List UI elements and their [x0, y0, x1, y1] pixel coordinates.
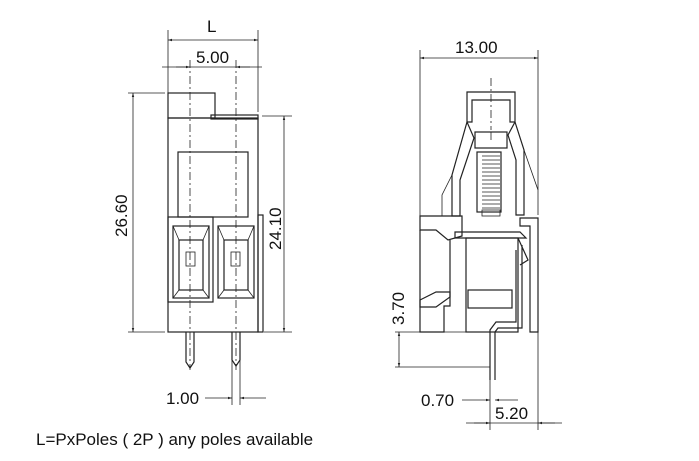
front-view: L 5.00 26.60 24.10 1.00 [112, 17, 292, 408]
dim-pin-thickness: 0.70 [421, 391, 454, 410]
dim-depth: 13.00 [455, 38, 498, 57]
side-rib [257, 214, 264, 333]
dim-pin-length: 3.70 [389, 292, 408, 325]
wire-entry-1 [172, 225, 210, 299]
caption: L=PxPoles ( 2P ) any poles available [36, 430, 314, 449]
top-ledge [210, 114, 259, 120]
housing-section-lower [419, 291, 451, 333]
dim-pin-offset: 5.20 [495, 404, 528, 423]
clamp-screw [474, 131, 508, 217]
screw-cap [466, 91, 516, 123]
dim-L: L [207, 17, 216, 36]
clamp-jaw [467, 289, 513, 309]
dim-pitch: 5.00 [196, 48, 229, 67]
wire-entry-panel [167, 216, 214, 303]
housing-back-wall [519, 217, 539, 333]
screw-cover [177, 151, 249, 218]
dim-body-height: 24.10 [266, 207, 285, 250]
screw-slot [476, 151, 502, 213]
housing-section-upper [419, 215, 463, 241]
dim-pin-width: 1.00 [166, 389, 199, 408]
side-view: 13.00 3.70 0.70 5.20 [389, 38, 562, 430]
top-tab [167, 92, 216, 119]
clamp-plate [454, 231, 528, 239]
clamp-cage [465, 237, 519, 333]
dim-total-height: 26.60 [112, 194, 131, 237]
